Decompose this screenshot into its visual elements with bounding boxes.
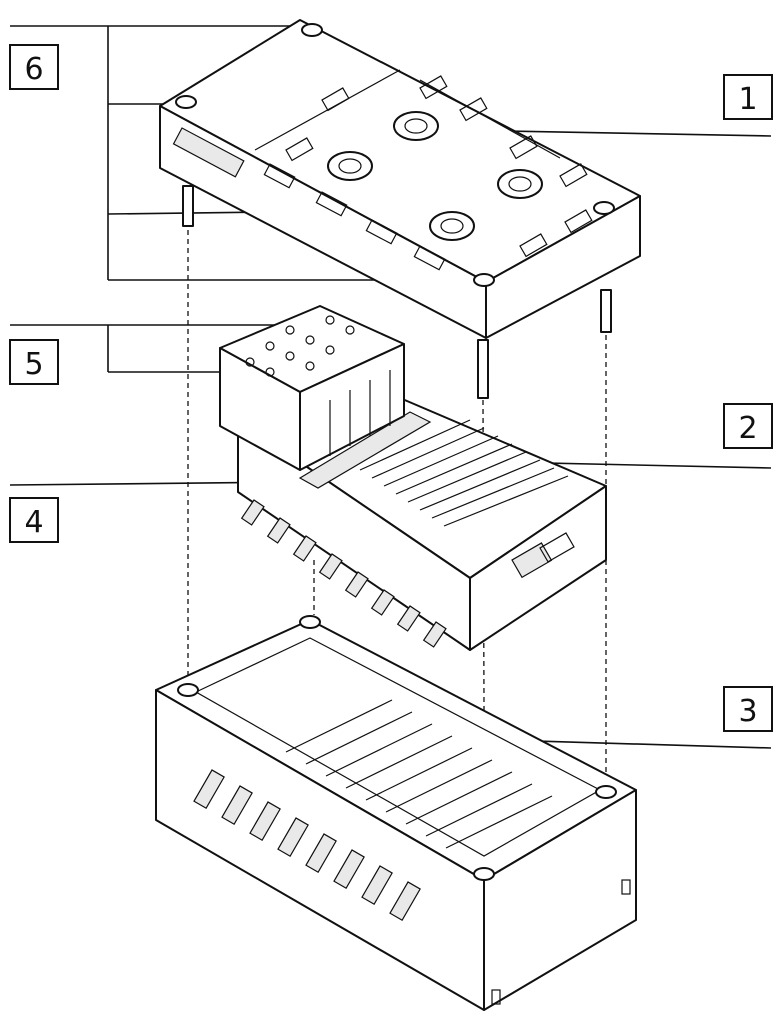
callout-1-label: 1	[738, 82, 757, 117]
housing-ribs	[285, 699, 553, 849]
callout-4: 4	[9, 497, 59, 543]
callout-3-label: 3	[738, 694, 757, 729]
round-connectors	[327, 111, 543, 241]
callout-4-label: 4	[24, 505, 43, 540]
callout-2-label: 2	[738, 411, 757, 446]
heat-pattern	[359, 419, 569, 527]
housing-front-cutouts	[193, 769, 421, 921]
callout-5-label: 5	[24, 347, 43, 382]
callout-3: 3	[723, 686, 773, 732]
callout-6: 6	[9, 44, 59, 90]
carrier-module	[219, 305, 607, 651]
callout-1: 1	[723, 74, 773, 120]
carrier-front-slots	[240, 499, 447, 648]
base-housing	[155, 615, 637, 1011]
cover-screws	[175, 23, 615, 287]
top-cover-module	[159, 19, 641, 399]
callout-6-label: 6	[24, 52, 43, 87]
callout-2: 2	[723, 403, 773, 449]
connector-holes	[245, 315, 355, 377]
callout-5: 5	[9, 339, 59, 385]
